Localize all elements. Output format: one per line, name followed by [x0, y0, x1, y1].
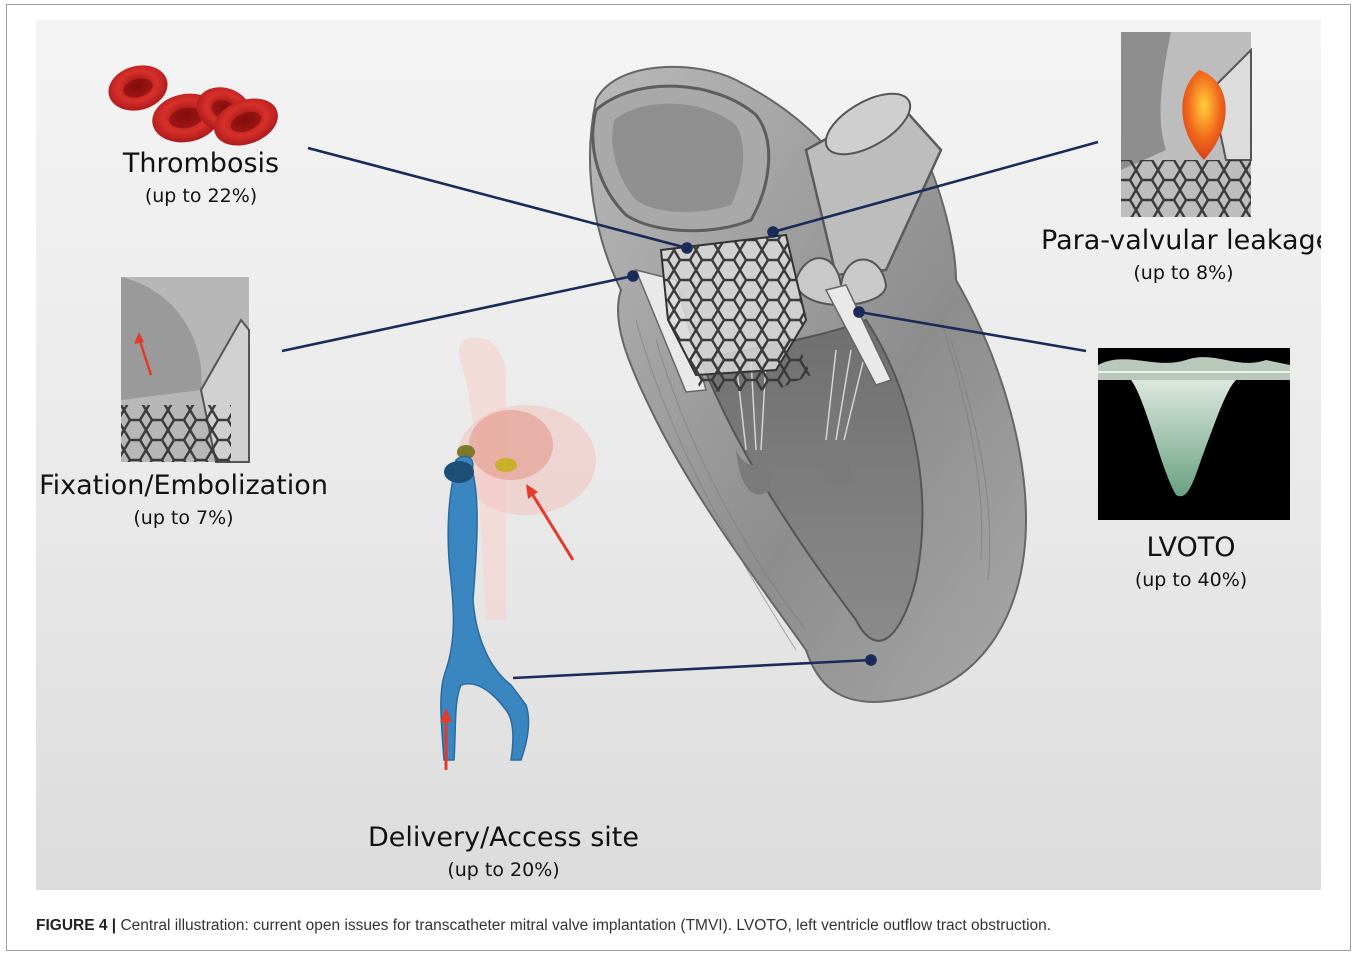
figure-caption: FIGURE 4 | Central illustration: current…	[36, 917, 1326, 935]
lvoto-doppler-thumbnail	[1098, 348, 1290, 520]
lvoto-pct: (up to 40%)	[1111, 566, 1271, 594]
figure-number: FIGURE 4 |	[36, 917, 116, 934]
fixation-label: Fixation/Embolization (up to 7%)	[36, 470, 331, 532]
thrombosis-label: Thrombosis (up to 22%)	[111, 148, 291, 210]
delivery-label: Delivery/Access site (up to 20%)	[361, 822, 646, 884]
leader-dot-lvoto	[855, 308, 864, 317]
lvoto-name: LVOTO	[1111, 532, 1271, 564]
caption-text: Central illustration: current open issue…	[116, 917, 1051, 934]
leader-line-fixation	[282, 276, 633, 351]
leader-dot-fixation	[629, 272, 638, 281]
paravalvular-label: Para-valvular leakage (up to 8%)	[1041, 225, 1321, 287]
heart-illustration	[590, 67, 1026, 702]
paravalvular-thumbnail	[1121, 32, 1251, 217]
thrombosis-name: Thrombosis	[111, 148, 291, 180]
leader-dot-paravalvular	[769, 228, 778, 237]
leader-dot-delivery	[867, 656, 876, 665]
paravalvular-name: Para-valvular leakage	[1041, 225, 1321, 257]
fixation-pct: (up to 7%)	[36, 504, 331, 532]
illustration-panel: Thrombosis (up to 22%) Fixation/Emboliza…	[36, 20, 1321, 890]
thrombosis-pct: (up to 22%)	[111, 182, 291, 210]
red-blood-cells-image	[103, 59, 284, 154]
aorta-3d-model	[440, 338, 596, 770]
paravalvular-pct: (up to 8%)	[1041, 259, 1321, 287]
delivery-name: Delivery/Access site	[361, 822, 646, 854]
fixation-name: Fixation/Embolization	[36, 470, 331, 502]
fixation-thumbnail	[121, 277, 249, 462]
delivery-pct: (up to 20%)	[361, 856, 646, 884]
lvoto-label: LVOTO (up to 40%)	[1111, 532, 1271, 594]
leader-dot-thrombosis	[683, 244, 692, 253]
